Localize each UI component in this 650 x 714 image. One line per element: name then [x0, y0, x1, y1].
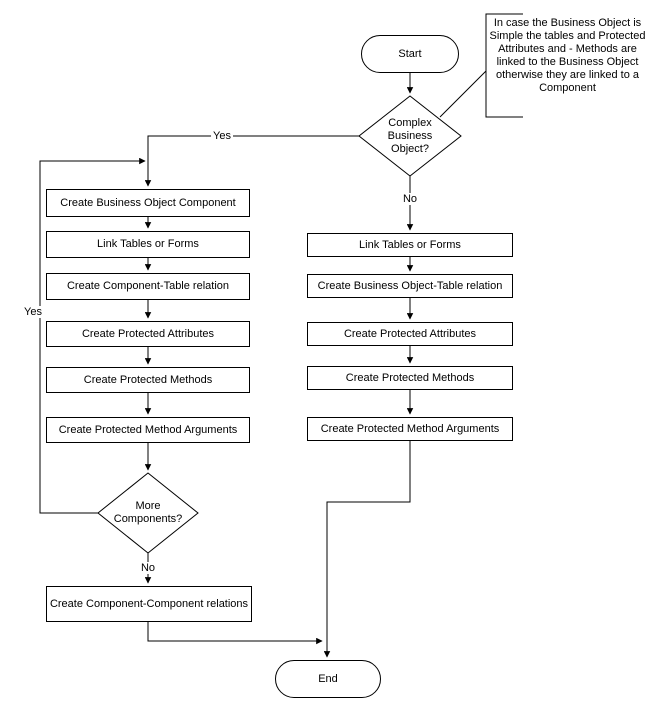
- step-right-create-protected-attributes: Create Protected Attributes: [307, 322, 513, 346]
- note-connector-line: [439, 70, 487, 118]
- step-create-business-object-table-relation: Create Business Object-Table relation: [307, 274, 513, 298]
- step-left-link-tables-or-forms: Link Tables or Forms: [46, 231, 250, 258]
- edge-label-more-no: No: [138, 562, 158, 574]
- step-left-create-protected-methods: Create Protected Methods: [46, 367, 250, 393]
- step-right-create-protected-methods: Create Protected Methods: [307, 366, 513, 390]
- step-left-create-protected-attributes: Create Protected Attributes: [46, 321, 250, 347]
- decision-more-components-label: More Components?: [113, 500, 183, 525]
- edge-yes-branch: [144, 135, 359, 187]
- edge-loop-yes: [39, 157, 146, 514]
- step-left-create-protected-method-arguments: Create Protected Method Arguments: [46, 417, 250, 443]
- step-right-link-tables-or-forms: Link Tables or Forms: [307, 233, 513, 257]
- terminator-end: End: [275, 660, 381, 698]
- edge-label-no: No: [400, 193, 420, 205]
- decision-complex-shape: [358, 95, 462, 177]
- step-create-component-component-relations: Create Component-Component relations: [46, 586, 252, 622]
- edge-label-loop-yes: Yes: [22, 306, 44, 318]
- note-bracket: [485, 13, 523, 118]
- step-create-component-table-relation: Create Component-Table relation: [46, 273, 250, 300]
- edge-right-to-end: [323, 441, 411, 658]
- step-create-business-object-component: Create Business Object Component: [46, 189, 250, 217]
- edge-label-yes: Yes: [211, 130, 233, 142]
- step-right-create-protected-method-arguments: Create Protected Method Arguments: [307, 417, 513, 441]
- decision-more-shape: [97, 472, 199, 554]
- terminator-start: Start: [361, 35, 459, 73]
- note-text: In case the Business Object is Simple th…: [489, 17, 646, 94]
- edge-left-to-merge: [147, 622, 323, 645]
- decision-complex-label: Complex Business Object?: [387, 116, 433, 155]
